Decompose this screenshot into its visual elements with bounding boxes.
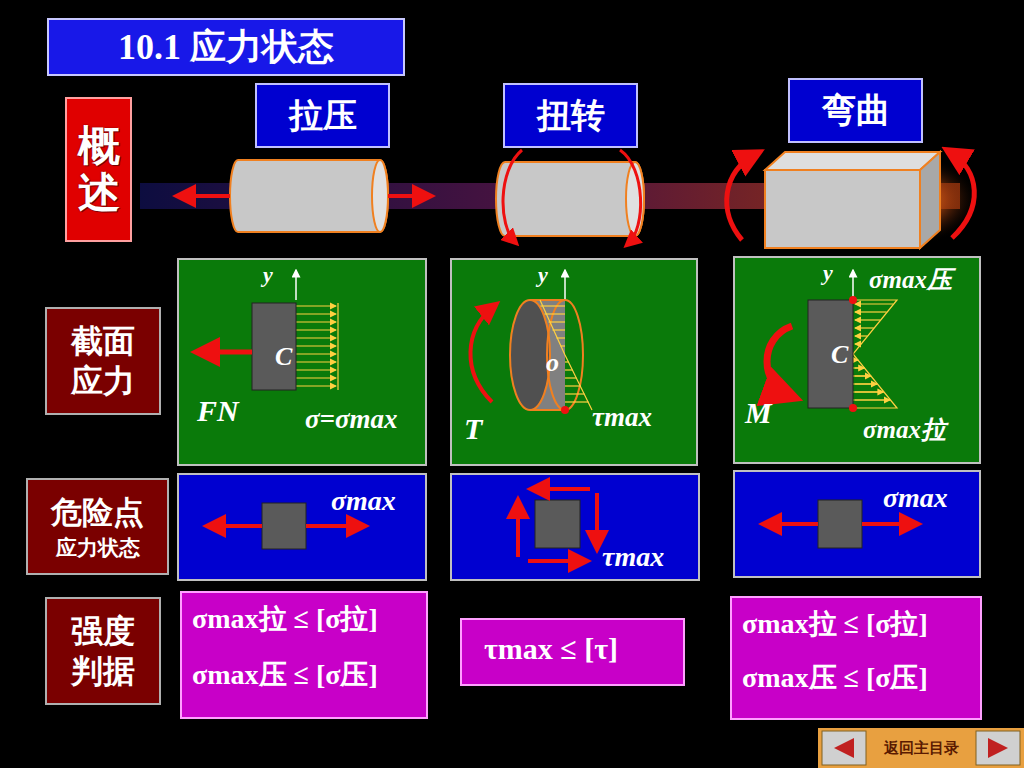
- formula-label: y: [538, 262, 548, 287]
- label-text: 危险点: [51, 492, 144, 534]
- formula-label: C: [831, 340, 848, 370]
- formula-label: σmax压 ≤ [σ压]: [192, 659, 378, 691]
- formula-label: o: [546, 348, 559, 378]
- row-label: 危险点应力状态: [26, 478, 169, 575]
- label-text: 弯曲: [822, 88, 890, 134]
- formula-label: σmax: [331, 485, 396, 517]
- formula-label: y: [263, 262, 273, 287]
- column-header: 扭转: [503, 83, 638, 148]
- label-text: 截面 应力: [70, 321, 136, 401]
- formula-label: M: [745, 396, 772, 431]
- stress-element-panel: σmax: [177, 473, 427, 581]
- criterion-box: σmax拉 ≤ [σ拉] σmax压 ≤ [σ压]: [730, 596, 982, 720]
- stress-element-panel: τmax: [450, 473, 700, 581]
- nav-button: 返回主目录: [818, 728, 1024, 768]
- overview-box: 概述: [65, 97, 132, 242]
- criterion-box: σmax拉 ≤ [σ拉] σmax压 ≤ [σ压]: [180, 591, 428, 719]
- label-text: 拉压: [289, 93, 357, 139]
- formula-label: C: [275, 342, 292, 372]
- label-text: 强度 判据: [70, 611, 136, 691]
- formula-label: τmax: [592, 402, 652, 433]
- formula-label: σ=σmax: [305, 404, 398, 435]
- column-header: 弯曲: [788, 78, 923, 143]
- formula-label: σmax: [883, 482, 948, 514]
- formula-label: σmax拉 ≤ [σ拉]: [742, 608, 928, 640]
- label-text: 扭转: [537, 93, 605, 139]
- formula-label: σmax压 ≤ [σ压]: [742, 662, 928, 694]
- slide-title: 10.1 应力状态: [47, 18, 405, 76]
- formula-label: T: [464, 412, 482, 447]
- row-label: 强度 判据: [45, 597, 161, 705]
- formula-label: τmax ≤ [τ]: [484, 632, 618, 667]
- label-text: 应力状态: [56, 534, 140, 562]
- formula-label: σmax拉: [863, 416, 946, 445]
- stress-element-panel: σmax: [733, 470, 981, 578]
- label-text: 概述: [78, 123, 120, 215]
- column-header: 拉压: [255, 83, 390, 148]
- formula-label: σmax压: [869, 266, 952, 295]
- stress-panel: y oTτmax: [450, 258, 698, 466]
- row-label: 截面 应力: [45, 307, 161, 415]
- label-text: 返回主目录: [884, 739, 959, 758]
- formula-label: σmax拉 ≤ [σ拉]: [192, 603, 378, 635]
- criterion-box: τmax ≤ [τ]: [460, 618, 685, 686]
- stress-panel: y σmax压 C Mσmax拉: [733, 256, 981, 464]
- stress-panel: yC FN σ=σmax: [177, 258, 427, 466]
- formula-label: τmax: [602, 541, 664, 573]
- formula-label: FN: [197, 394, 239, 429]
- formula-label: y: [823, 260, 833, 285]
